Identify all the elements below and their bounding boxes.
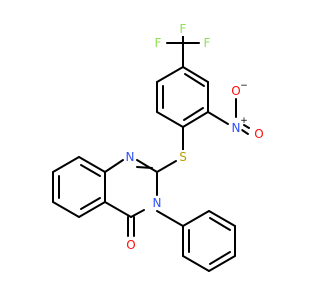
- bond-benzo-1: [78, 156, 106, 173]
- label-knockout: [124, 150, 136, 164]
- label-knockout: [253, 127, 265, 141]
- atom-labels: F F F N O O S N N O: [124, 22, 265, 252]
- bond-ph-2: [208, 210, 236, 227]
- bond-ring-a-1: [182, 66, 209, 83]
- bond-ph-5: [182, 255, 210, 272]
- bonds: [52, 30, 250, 272]
- bond-benzo-5: [78, 201, 106, 218]
- bond-ph-1: [182, 210, 210, 227]
- bond-ph-4: [208, 255, 236, 272]
- atom-sulfur: S: [179, 150, 187, 164]
- bond-n1-c8a: [104, 159, 124, 173]
- bond-ring-a-3: [182, 111, 209, 128]
- label-knockout: [230, 84, 242, 98]
- bond-nitro-o-side-2: [243, 124, 250, 129]
- bond-ring-nitro: [207, 111, 229, 125]
- bond-ring-a-6: [156, 66, 184, 83]
- label-knockout: [230, 121, 242, 135]
- bond-benzo-1-inner: [80, 164, 101, 177]
- bond-benzo-2: [52, 156, 80, 173]
- atom-carbonyl-o: O: [126, 238, 135, 252]
- atom-nitro-o: O: [254, 127, 263, 141]
- atom-n1: N: [126, 150, 135, 164]
- label-knockout: [153, 36, 163, 50]
- formal-charges: + −: [240, 81, 248, 126]
- bond-benzo-5-inner: [80, 197, 101, 210]
- atom-n3: N: [153, 196, 162, 210]
- charge-plus: +: [240, 116, 248, 126]
- bond-c4a-c4: [104, 201, 132, 218]
- bond-ring-a-4: [156, 111, 184, 128]
- bond-c4-n3: [130, 209, 145, 218]
- label-knockout: [202, 36, 212, 50]
- bond-c2-n1-inner: [136, 166, 153, 169]
- bond-ph-4-inner: [209, 251, 231, 265]
- label-knockout: [125, 238, 137, 252]
- label-knockout: [178, 22, 188, 36]
- bond-ring-a-3-inner: [183, 107, 204, 121]
- bond-ring-a-1-inner: [184, 73, 205, 87]
- bond-benzo-4: [52, 201, 80, 218]
- molecule-structure-diagram: F F F N O O S N N O + −: [52, 22, 265, 272]
- atom-nitro-o-charged: O: [231, 84, 240, 98]
- atom-f1: F: [180, 22, 187, 36]
- atom-nitro-n: N: [232, 121, 241, 135]
- atom-f3: F: [204, 36, 211, 50]
- bond-c2-n1: [136, 159, 158, 173]
- label-knockout: [178, 150, 188, 164]
- atom-f2: F: [155, 36, 162, 50]
- charge-minus: −: [240, 81, 248, 91]
- bond-n3-phenyl: [156, 210, 184, 227]
- bond-nitro-o-side: [241, 129, 249, 135]
- label-knockout: [151, 196, 163, 210]
- bond-ph-2-inner: [209, 217, 231, 231]
- bond-s-c2: [156, 160, 177, 173]
